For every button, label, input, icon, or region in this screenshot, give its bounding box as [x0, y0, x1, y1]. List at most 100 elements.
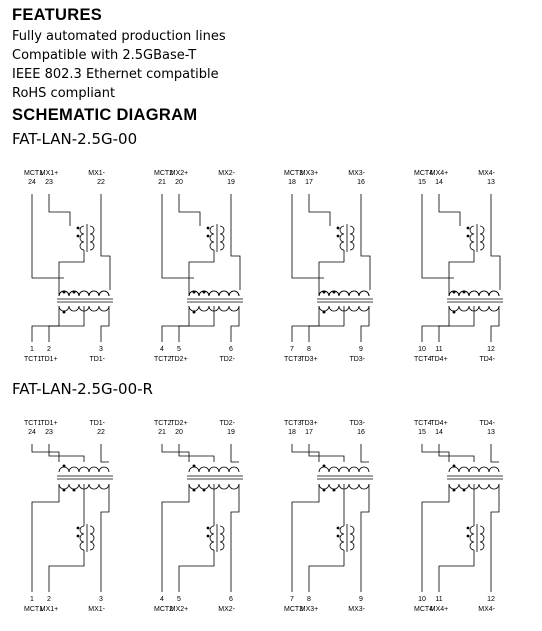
polarity-dot: [206, 226, 210, 230]
wire: [188, 250, 215, 290]
part-number-1: FAT-LAN-2.5G-00: [12, 130, 138, 148]
choke-coil: [469, 525, 475, 551]
pin-name-label: TCT3: [284, 356, 302, 363]
wire: [230, 306, 240, 342]
polarity-dot: [336, 226, 340, 230]
pin-number-label: 18: [288, 179, 296, 186]
wire: [360, 484, 370, 592]
pin-number-label: 19: [227, 179, 235, 186]
polarity-dot: [192, 464, 196, 468]
polarity-dot: [206, 526, 210, 530]
transformer-coil: [58, 466, 110, 473]
wire: [178, 444, 215, 462]
wire: [490, 444, 499, 463]
schematic-diagram-1: MCT124MX1+23MX1-221TCT12TD1+3TD1-MCT221M…: [24, 170, 503, 363]
pin-number-label: 11: [435, 346, 442, 353]
polarity-dot: [62, 488, 66, 492]
pin-number-label: 1: [30, 596, 34, 603]
polarity-dot: [62, 310, 66, 314]
choke-coil: [479, 525, 485, 551]
polarity-dot: [336, 534, 340, 538]
pin-name-label: TD2+: [170, 356, 187, 363]
pin-name-label: TCT2: [154, 356, 172, 363]
polarity-dot: [62, 290, 66, 294]
wire: [31, 194, 64, 279]
pin-name-label: TD3-: [349, 356, 365, 363]
wire: [308, 194, 331, 226]
pin-name-label: MX4-: [478, 170, 495, 177]
polarity-dot: [466, 234, 470, 238]
pin-name-label: TD2-: [219, 356, 235, 363]
pin-number-label: 2: [47, 596, 51, 603]
wire: [308, 550, 345, 592]
pin-name-label: MCT2: [154, 170, 173, 177]
pin-name-label: TD4-: [479, 356, 495, 363]
pin-number-label: 3: [99, 596, 103, 603]
polarity-dot: [76, 226, 80, 230]
wire: [178, 194, 201, 226]
wire: [360, 306, 370, 342]
wire: [490, 484, 500, 592]
polarity-dot: [466, 534, 470, 538]
pin-number-label: 5: [177, 346, 181, 353]
choke-coil: [79, 225, 85, 251]
polarity-dot: [72, 290, 76, 294]
choke-coil: [89, 525, 95, 551]
pin-number-label: 24: [28, 429, 36, 436]
pin-number-label: 21: [158, 429, 166, 436]
pin-name-label: MCT3: [284, 170, 303, 177]
pin-name-label: TCT1: [24, 420, 42, 427]
pin-name-label: TD4-: [479, 420, 495, 427]
transformer-coil: [448, 466, 500, 473]
pin-name-label: MX1-: [88, 606, 105, 613]
transformer-coil: [188, 290, 240, 297]
schematic-heading: SCHEMATIC DIAGRAM: [12, 106, 198, 124]
choke-coil: [209, 525, 215, 551]
wire: [48, 306, 60, 342]
feature-item: Compatible with 2.5GBase-T: [12, 48, 197, 63]
pin-name-label: MX3+: [300, 170, 318, 177]
polarity-dot: [322, 310, 326, 314]
wire: [360, 194, 371, 290]
pin-number-label: 6: [229, 596, 233, 603]
wire: [31, 444, 60, 462]
pin-number-label: 22: [97, 179, 105, 186]
pin-name-label: TD2-: [219, 420, 235, 427]
pin-name-label: MX4+: [430, 606, 448, 613]
choke-coil: [339, 525, 345, 551]
polarity-dot: [202, 488, 206, 492]
wire: [161, 484, 190, 592]
polarity-dot: [332, 290, 336, 294]
choke-coil: [219, 225, 225, 251]
polarity-dot: [192, 488, 196, 492]
transformer-coil: [188, 466, 240, 473]
pin-number-label: 10: [418, 346, 426, 353]
pin-number-label: 16: [357, 179, 365, 186]
wire: [291, 484, 320, 592]
polarity-dot: [466, 526, 470, 530]
polarity-dot: [322, 290, 326, 294]
choke-coil: [479, 225, 485, 251]
pin-number-label: 9: [359, 346, 363, 353]
pin-name-label: TD4+: [430, 356, 447, 363]
choke-coil: [219, 525, 225, 551]
pin-name-label: MX4-: [478, 606, 495, 613]
choke-coil: [469, 225, 475, 251]
pin-number-label: 6: [229, 346, 233, 353]
polarity-dot: [192, 290, 196, 294]
polarity-dot: [322, 464, 326, 468]
pin-name-label: MX1+: [40, 170, 58, 177]
wire: [490, 306, 500, 342]
wire: [291, 444, 320, 462]
wire: [490, 194, 501, 290]
wire: [421, 194, 454, 279]
pin-number-label: 17: [305, 179, 313, 186]
pin-name-label: TD1+: [40, 356, 57, 363]
pin-number-label: 13: [487, 179, 495, 186]
polarity-dot: [76, 234, 80, 238]
polarity-dot: [76, 534, 80, 538]
